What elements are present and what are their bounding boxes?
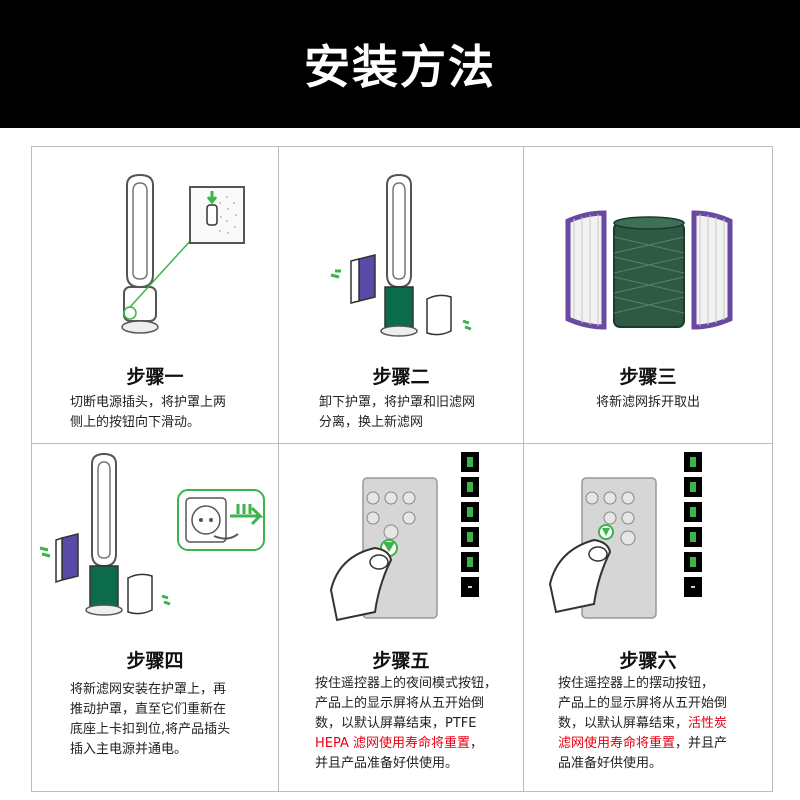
step-1-illustration bbox=[32, 147, 278, 357]
desc-line: 切断电源插头，将护罩上两 bbox=[70, 395, 227, 410]
desc-line: 品准备好供使用。 bbox=[558, 756, 663, 771]
step-2-description: 卸下护罩，将护罩和旧滤网 分离，换上新滤网 bbox=[319, 393, 475, 433]
display-glyph bbox=[467, 532, 473, 542]
step-5-card: 步骤五 按住遥控器上的夜间模式按钮， 产品上的显示屏将从五开始倒 数，以默认屏幕… bbox=[279, 444, 523, 792]
step-2-title: 步骤二 bbox=[372, 366, 430, 388]
step-6-title: 步骤六 bbox=[619, 650, 677, 672]
desc-line: 插入主电源并通电。 bbox=[70, 742, 188, 757]
display-glyph bbox=[467, 507, 473, 517]
desc-line: 数，以默认屏幕结束，活性炭 bbox=[558, 714, 727, 734]
desc-line: 并且产品准备好供使用。 bbox=[315, 756, 459, 771]
desc-line: 数，以默认屏幕结束，PTFE bbox=[315, 716, 477, 731]
step-3-title: 步骤三 bbox=[619, 366, 677, 388]
step-5-description: 按住遥控器上的夜间模式按钮， 产品上的显示屏将从五开始倒 数，以默认屏幕结束，P… bbox=[315, 674, 497, 774]
grid-divider bbox=[32, 443, 772, 444]
desc-text: ， bbox=[470, 736, 484, 751]
step-2-illustration bbox=[279, 147, 523, 357]
step-3-illustration bbox=[524, 147, 772, 357]
desc-text: 数，以默认屏幕结束， bbox=[558, 716, 689, 731]
desc-line: 将新滤网拆开取出 bbox=[595, 395, 700, 410]
step-1-description: 切断电源插头，将护罩上两 侧上的按钮向下滑动。 bbox=[70, 393, 226, 433]
display-glyph bbox=[468, 586, 472, 588]
desc-line: HEPA 滤网使用寿命将重置， bbox=[315, 734, 497, 754]
desc-line: 底座上卡扣到位,将产品插头 bbox=[70, 722, 231, 737]
desc-line: 产品上的显示屏将从五开始倒 bbox=[558, 696, 728, 711]
desc-line: 将新滤网安装在护罩上，再 bbox=[70, 682, 227, 697]
grid-divider bbox=[278, 147, 279, 791]
steps-grid: 步骤一 切断电源插头，将护罩上两 侧上的按钮向下滑动。 步骤二 bbox=[31, 146, 773, 792]
step-3-description: 将新滤网拆开取出 bbox=[524, 393, 772, 413]
step-5-title: 步骤五 bbox=[372, 650, 430, 672]
desc-highlight: HEPA 滤网使用寿命将重置 bbox=[315, 736, 471, 751]
step-1-card: 步骤一 切断电源插头，将护罩上两 侧上的按钮向下滑动。 bbox=[32, 147, 278, 443]
display-glyph bbox=[690, 482, 696, 492]
display-glyph bbox=[690, 457, 696, 467]
step-4-card: 步骤四 将新滤网安装在护罩上，再 推动护罩，直至它们重新在 底座上卡扣到位,将产… bbox=[32, 444, 278, 792]
desc-line: 按住遥控器上的摆动按钮， bbox=[558, 676, 715, 691]
desc-text: ，并且产 bbox=[675, 736, 728, 751]
display-glyph bbox=[690, 532, 696, 542]
step-4-description: 将新滤网安装在护罩上，再 推动护罩，直至它们重新在 底座上卡扣到位,将产品插头 … bbox=[70, 680, 230, 760]
step-1-title: 步骤一 bbox=[126, 366, 184, 388]
desc-line: 推动护罩，直至它们重新在 bbox=[70, 702, 227, 717]
desc-highlight: 活性炭 bbox=[688, 716, 728, 731]
desc-line: 产品上的显示屏将从五开始倒 bbox=[315, 696, 485, 711]
header-banner: 安装方法 bbox=[0, 0, 800, 128]
step-6-description: 按住遥控器上的摆动按钮， 产品上的显示屏将从五开始倒 数，以默认屏幕结束，活性炭… bbox=[558, 674, 727, 774]
desc-line: 侧上的按钮向下滑动。 bbox=[70, 415, 201, 430]
page-title: 安装方法 bbox=[304, 40, 496, 94]
desc-line: 滤网使用寿命将重置，并且产 bbox=[558, 734, 727, 754]
step-6-illustration bbox=[524, 444, 772, 639]
display-glyph bbox=[690, 507, 696, 517]
display-glyph bbox=[467, 557, 473, 567]
desc-highlight: 滤网使用寿命将重置 bbox=[558, 736, 676, 751]
step-5-illustration bbox=[279, 444, 523, 639]
desc-line: 分离，换上新滤网 bbox=[319, 415, 424, 430]
display-glyph bbox=[690, 557, 696, 567]
display-glyph bbox=[467, 457, 473, 467]
step-3-card: 步骤三 将新滤网拆开取出 bbox=[524, 147, 772, 443]
desc-line: 按住遥控器上的夜间模式按钮， bbox=[315, 676, 498, 691]
step-6-card: 步骤六 按住遥控器上的摆动按钮， 产品上的显示屏将从五开始倒 数，以默认屏幕结束… bbox=[524, 444, 772, 792]
display-glyph bbox=[691, 586, 695, 588]
display-glyph bbox=[467, 482, 473, 492]
step-2-card: 步骤二 卸下护罩，将护罩和旧滤网 分离，换上新滤网 bbox=[279, 147, 523, 443]
desc-line: 卸下护罩，将护罩和旧滤网 bbox=[319, 395, 476, 410]
grid-divider bbox=[523, 147, 524, 791]
step-4-illustration bbox=[32, 444, 278, 639]
step-4-title: 步骤四 bbox=[126, 650, 184, 672]
